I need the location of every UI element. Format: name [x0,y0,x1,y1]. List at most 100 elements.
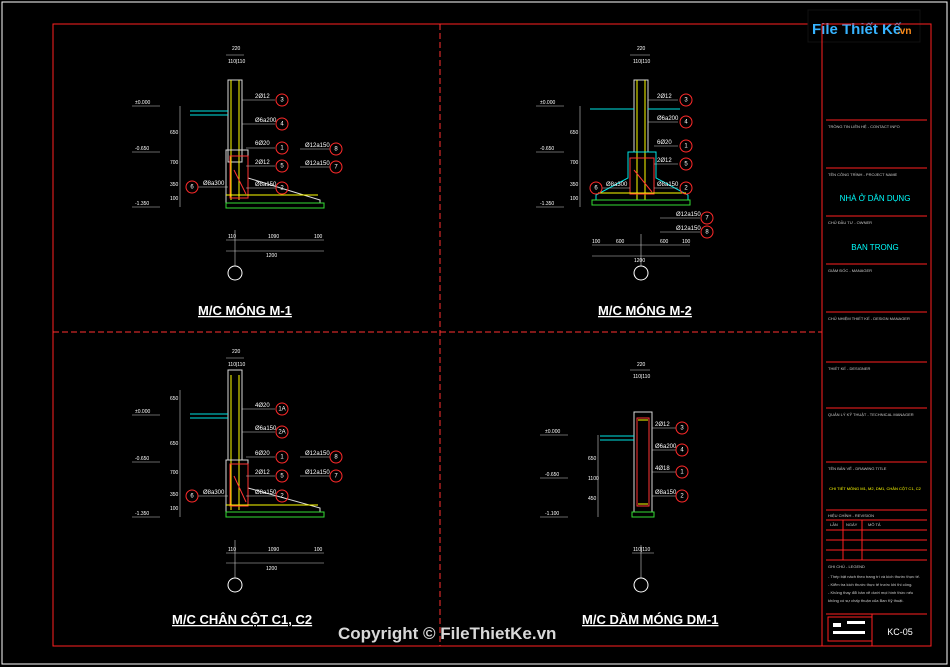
rebar-label: 2Ø12 [255,160,270,166]
callout-8: 8 [700,225,714,239]
section-m2: 220 110|110 ±0.000 -0.650 -1.350 650 700… [536,46,714,318]
callout-number: 2 [684,186,688,192]
level-top: ±0.000 [540,100,555,106]
callout-number: 5 [684,162,688,168]
vdim: 700 [170,470,179,476]
level-bottom: -1.350 [135,201,149,207]
hdim-total: 1200 [266,566,277,572]
callout-1: 1 [275,450,289,464]
callout-number: 8 [334,147,338,153]
callout-number: 4 [684,120,688,126]
rebar-label: Ø8a300 [203,490,225,496]
rebar-label: Ø12a150 [305,161,330,167]
vdim: 100 [170,506,179,512]
hdim: 1090 [268,547,279,553]
rebar-label: Ø8a150 [655,490,677,496]
callout-7: 7 [329,160,343,174]
dim-top-split: 110|110 [633,374,650,380]
rebar-label: Ø12a150 [305,143,330,149]
tb-contact-label: TRÒNG TIN LIÊN HỆ - CONTACT INFO [828,124,900,129]
axis-bubble [227,577,243,593]
rebar-label: 2Ø12 [655,422,670,428]
callout-number: 5 [280,164,284,170]
hdim: 600 [616,239,625,245]
tb-tech-label: QUẢN LÝ KỸ THUẬT - TECHNICAL MANAGER [828,412,914,417]
vdim: 450 [588,496,597,502]
callout-2a: 2A [275,425,289,439]
rebar-label: 2Ø12 [255,470,270,476]
callout-number: 3 [680,426,684,432]
hdim: 100 [682,239,691,245]
level-bottom: -1.350 [135,511,149,517]
callout-4: 4 [675,443,689,457]
callout-4: 4 [679,115,693,129]
rebar-label: Ø8a150 [657,182,679,188]
callout-1: 1 [675,465,689,479]
dim-top: 220 [232,349,241,355]
callout-8: 8 [329,142,343,156]
callout-number: 4 [680,448,684,454]
rebar-label: Ø8a300 [203,181,225,187]
tb-note: - Thép bật nách theo trang trí và kích t… [828,574,920,579]
callout-number: 7 [705,216,709,222]
callout-number: 3 [280,98,284,104]
tb-note: - Không thay đổi bản vẽ dưới mọi hình th… [828,590,913,595]
tb-note: không có sự chấp thuận của Ban Kỹ thuật. [828,598,904,603]
callout-number: 2 [680,494,684,500]
callout-3: 3 [679,93,693,107]
callout-number: 1 [680,470,684,476]
vdim: 650 [570,130,579,136]
column-outline [633,79,649,153]
tb-project-name: NHÀ Ở DÂN DỤNG [840,194,911,203]
footing-outline [225,459,321,513]
section-caption: M/C MÓNG M-1 [198,303,292,318]
callout-7: 7 [700,211,714,225]
tb-design-manager-label: CHỦ NHIỆM THIẾT KẾ - DESIGN MANAGER [828,316,910,321]
vdim: 700 [570,160,579,166]
rebar-label: 4Ø20 [255,403,270,409]
tb-revision-label: HIỆU CHỈNH - REVISION [828,513,874,518]
section-c1c2: 220 110|110 ±0.000 -0.650 -1.350 650 650… [132,349,343,627]
dim-top: 220 [232,46,241,52]
axis-bubble [227,265,243,281]
rebar-label: Ø12a150 [305,470,330,476]
callout-7: 7 [329,469,343,483]
level-mid: -0.650 [540,146,554,152]
callout-number: 6 [190,494,194,500]
dim-top: 220 [637,46,646,52]
logo-suffix: .vn [897,26,911,37]
section-m1: 220 110|110 ±0.000 -0.650 -1.350 650 700… [132,46,343,318]
hdim-total: 1200 [266,253,277,259]
rebar-label: 6Ø20 [657,140,672,146]
vdim: 100 [170,196,179,202]
hdim: 110|110 [633,547,650,553]
vdim: 650 [588,456,597,462]
callout-2: 2 [675,489,689,503]
callout-2: 2 [275,489,289,503]
callout-1a: 1A [275,402,289,416]
callout-5: 5 [275,159,289,173]
rebar-label: Ø8a150 [255,182,277,188]
tb-notes-label: GHI CHÚ - LEGEND [828,564,865,569]
copyright-watermark: Copyright © FileThietKe.vn [338,624,556,643]
vdim: 650 [170,396,179,402]
callout-4: 4 [275,117,289,131]
callout-3: 3 [675,421,689,435]
rebar-label: 4Ø18 [655,466,670,472]
level-mid: -0.650 [135,146,149,152]
callout-number: 6 [190,185,194,191]
dim-top-split: 110|110 [228,59,245,65]
callout-number: 3 [684,98,688,104]
callout-number: 6 [594,186,598,192]
callout-1: 1 [679,139,693,153]
column-outline [227,79,243,163]
tb-rev-col: LẦN [830,522,838,527]
callout-number: 7 [334,474,338,480]
hdim: 110 [228,547,236,553]
rebar-label: Ø6a200 [255,118,277,124]
column-outline [227,369,243,461]
level-top: ±0.000 [545,429,560,435]
callout-2: 2 [275,181,289,195]
vdim: 350 [570,182,579,188]
